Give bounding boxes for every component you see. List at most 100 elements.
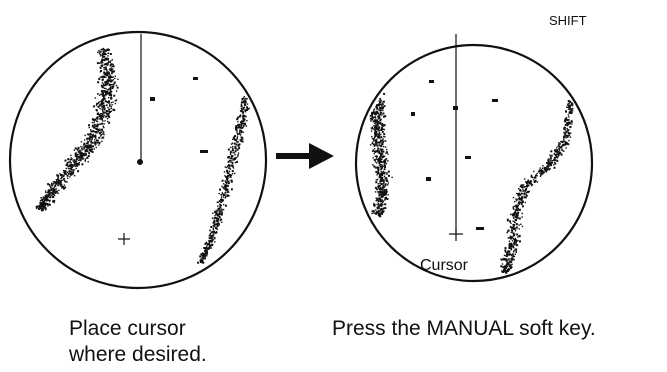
echo-speck xyxy=(85,145,88,148)
echo-speck xyxy=(542,165,544,167)
echo-speck xyxy=(103,50,105,52)
echo-speck xyxy=(204,255,206,258)
echo-speck xyxy=(382,106,384,109)
echo-speck xyxy=(512,212,515,215)
echo-speck xyxy=(94,118,97,121)
echo-speck xyxy=(103,68,105,71)
echo-speck xyxy=(39,208,41,210)
echo-speck xyxy=(554,149,556,152)
echo-speck xyxy=(75,155,78,157)
echo-speck xyxy=(79,151,82,153)
echo-speck xyxy=(232,136,235,139)
echo-speck xyxy=(502,271,505,273)
echo-speck xyxy=(44,195,47,198)
echo-speck xyxy=(101,115,103,117)
echo-speck xyxy=(92,124,95,127)
echo-speck xyxy=(96,102,99,105)
echo-speck xyxy=(231,155,234,158)
echo-speck xyxy=(526,184,528,187)
echo-speck xyxy=(210,241,213,243)
echo-speck xyxy=(549,156,552,158)
echo-speck xyxy=(210,234,213,237)
echo-speck xyxy=(512,225,515,228)
echo-speck xyxy=(82,148,84,150)
echo-speck xyxy=(513,255,516,258)
echo-speck xyxy=(98,78,101,81)
echo-speck xyxy=(90,129,92,131)
echo-speck xyxy=(371,212,373,215)
echo-speck xyxy=(381,194,384,197)
echo-speck xyxy=(86,150,89,153)
echo-speck xyxy=(86,133,89,135)
echo-speck xyxy=(378,126,380,129)
echo-speck xyxy=(232,138,234,140)
echo-speck xyxy=(379,187,382,189)
echo-speck xyxy=(70,168,73,171)
echo-speck xyxy=(76,148,79,151)
cursor-crosshair-right xyxy=(449,227,463,241)
echo-speck xyxy=(513,259,515,261)
echo-speck xyxy=(110,94,113,97)
echo-speck xyxy=(221,192,223,194)
echo-speck xyxy=(45,194,48,196)
echo-speck xyxy=(103,66,105,69)
echo-speck xyxy=(48,190,51,193)
echo-speck xyxy=(222,193,224,195)
echo-speck xyxy=(380,208,383,210)
echo-speck xyxy=(224,197,226,199)
echo-speck xyxy=(380,200,383,203)
echo-speck xyxy=(74,163,76,166)
echo-speck xyxy=(383,186,385,188)
echo-speck xyxy=(218,224,220,226)
radar-screen-ring-left xyxy=(8,30,268,290)
echo-speck xyxy=(381,204,383,206)
echo-speck xyxy=(557,153,559,155)
echo-speck xyxy=(107,120,109,123)
echo-speck xyxy=(370,127,373,129)
echo-speck xyxy=(378,134,381,137)
echo-speck xyxy=(380,140,382,142)
echo-speck xyxy=(100,131,103,133)
echo-speck xyxy=(114,77,116,80)
echo-speck xyxy=(111,87,114,90)
echo-speck xyxy=(369,115,371,117)
echo-speck xyxy=(87,141,89,143)
echo-speck xyxy=(246,98,248,100)
echo-speck xyxy=(506,231,508,234)
echo-speck xyxy=(99,132,102,135)
echo-speck xyxy=(69,163,71,166)
echo-speck xyxy=(384,161,386,164)
echo-speck xyxy=(506,251,509,254)
echo-speck xyxy=(53,186,55,189)
echo-speck xyxy=(515,199,518,202)
echo-speck xyxy=(108,80,111,82)
echo-speck xyxy=(212,227,215,229)
echo-speck xyxy=(227,182,230,185)
echo-speck xyxy=(572,107,574,110)
target-echo xyxy=(476,227,484,230)
echo-speck xyxy=(515,250,517,252)
echo-speck xyxy=(381,156,384,158)
echo-speck xyxy=(229,151,232,154)
echo-speck xyxy=(385,140,387,142)
echo-speck xyxy=(221,199,224,201)
echo-speck xyxy=(524,186,526,188)
echo-speck xyxy=(236,130,238,132)
echo-speck xyxy=(375,212,378,215)
echo-speck xyxy=(90,148,93,151)
echo-speck xyxy=(566,129,569,132)
echo-speck xyxy=(86,147,89,150)
echo-speck xyxy=(93,121,95,124)
echo-speck xyxy=(383,175,386,177)
echo-speck xyxy=(84,146,86,148)
echo-speck xyxy=(235,129,237,131)
echo-speck xyxy=(111,86,113,88)
echo-speck xyxy=(109,61,111,63)
echo-speck xyxy=(103,84,106,87)
echo-speck xyxy=(66,174,69,177)
echo-speck xyxy=(525,191,528,194)
echo-speck xyxy=(103,97,105,99)
echo-speck xyxy=(226,188,229,191)
echo-speck xyxy=(512,238,514,240)
echo-speck xyxy=(379,189,381,191)
